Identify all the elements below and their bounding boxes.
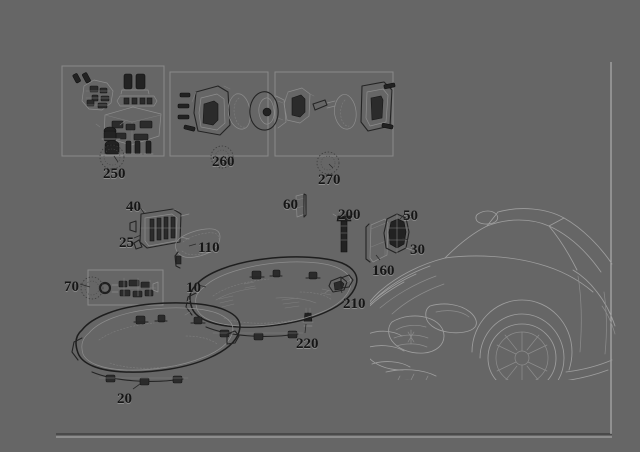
part-200-bolt: [332, 213, 356, 253]
part-label-220[interactable]: 220: [296, 336, 319, 352]
part-label-30[interactable]: 30: [410, 242, 425, 258]
part-label-210[interactable]: 210: [343, 296, 366, 312]
part-label-40[interactable]: 40: [126, 199, 141, 215]
part-label-250[interactable]: 250: [103, 166, 126, 182]
headlamp-assembly-10: [184, 256, 358, 341]
part-label-70[interactable]: 70: [64, 279, 79, 295]
part-label-20[interactable]: 20: [117, 391, 132, 407]
part-label-200[interactable]: 200: [338, 207, 361, 223]
assembly-70-parts: [98, 277, 159, 298]
part-label-10[interactable]: 10: [186, 280, 201, 296]
part-label-60[interactable]: 60: [283, 197, 298, 213]
page-rules: [56, 62, 612, 438]
part-label-260[interactable]: 260: [212, 154, 235, 170]
leader-lines: [79, 155, 409, 390]
part-110-harness: [174, 228, 221, 269]
part-50-30-headlamp-washer: [383, 213, 413, 255]
detail-box-frames: [61, 65, 394, 306]
callout-badge-circles: [80, 144, 340, 300]
assembly-250-parts: [72, 72, 162, 156]
assembly-260-parts: [177, 85, 287, 136]
part-label-270[interactable]: 270: [318, 172, 341, 188]
part-label-50[interactable]: 50: [403, 208, 418, 224]
part-40-25-control-unit: [129, 208, 190, 250]
part-label-25[interactable]: 25: [119, 235, 134, 251]
vehicle-illustration: [370, 208, 616, 380]
assembly-270-parts: [283, 81, 396, 132]
part-label-110[interactable]: 110: [198, 240, 220, 256]
part-label-160[interactable]: 160: [372, 263, 395, 279]
part-60-clip: [295, 193, 307, 218]
headlamp-assembly-20: [71, 302, 241, 386]
